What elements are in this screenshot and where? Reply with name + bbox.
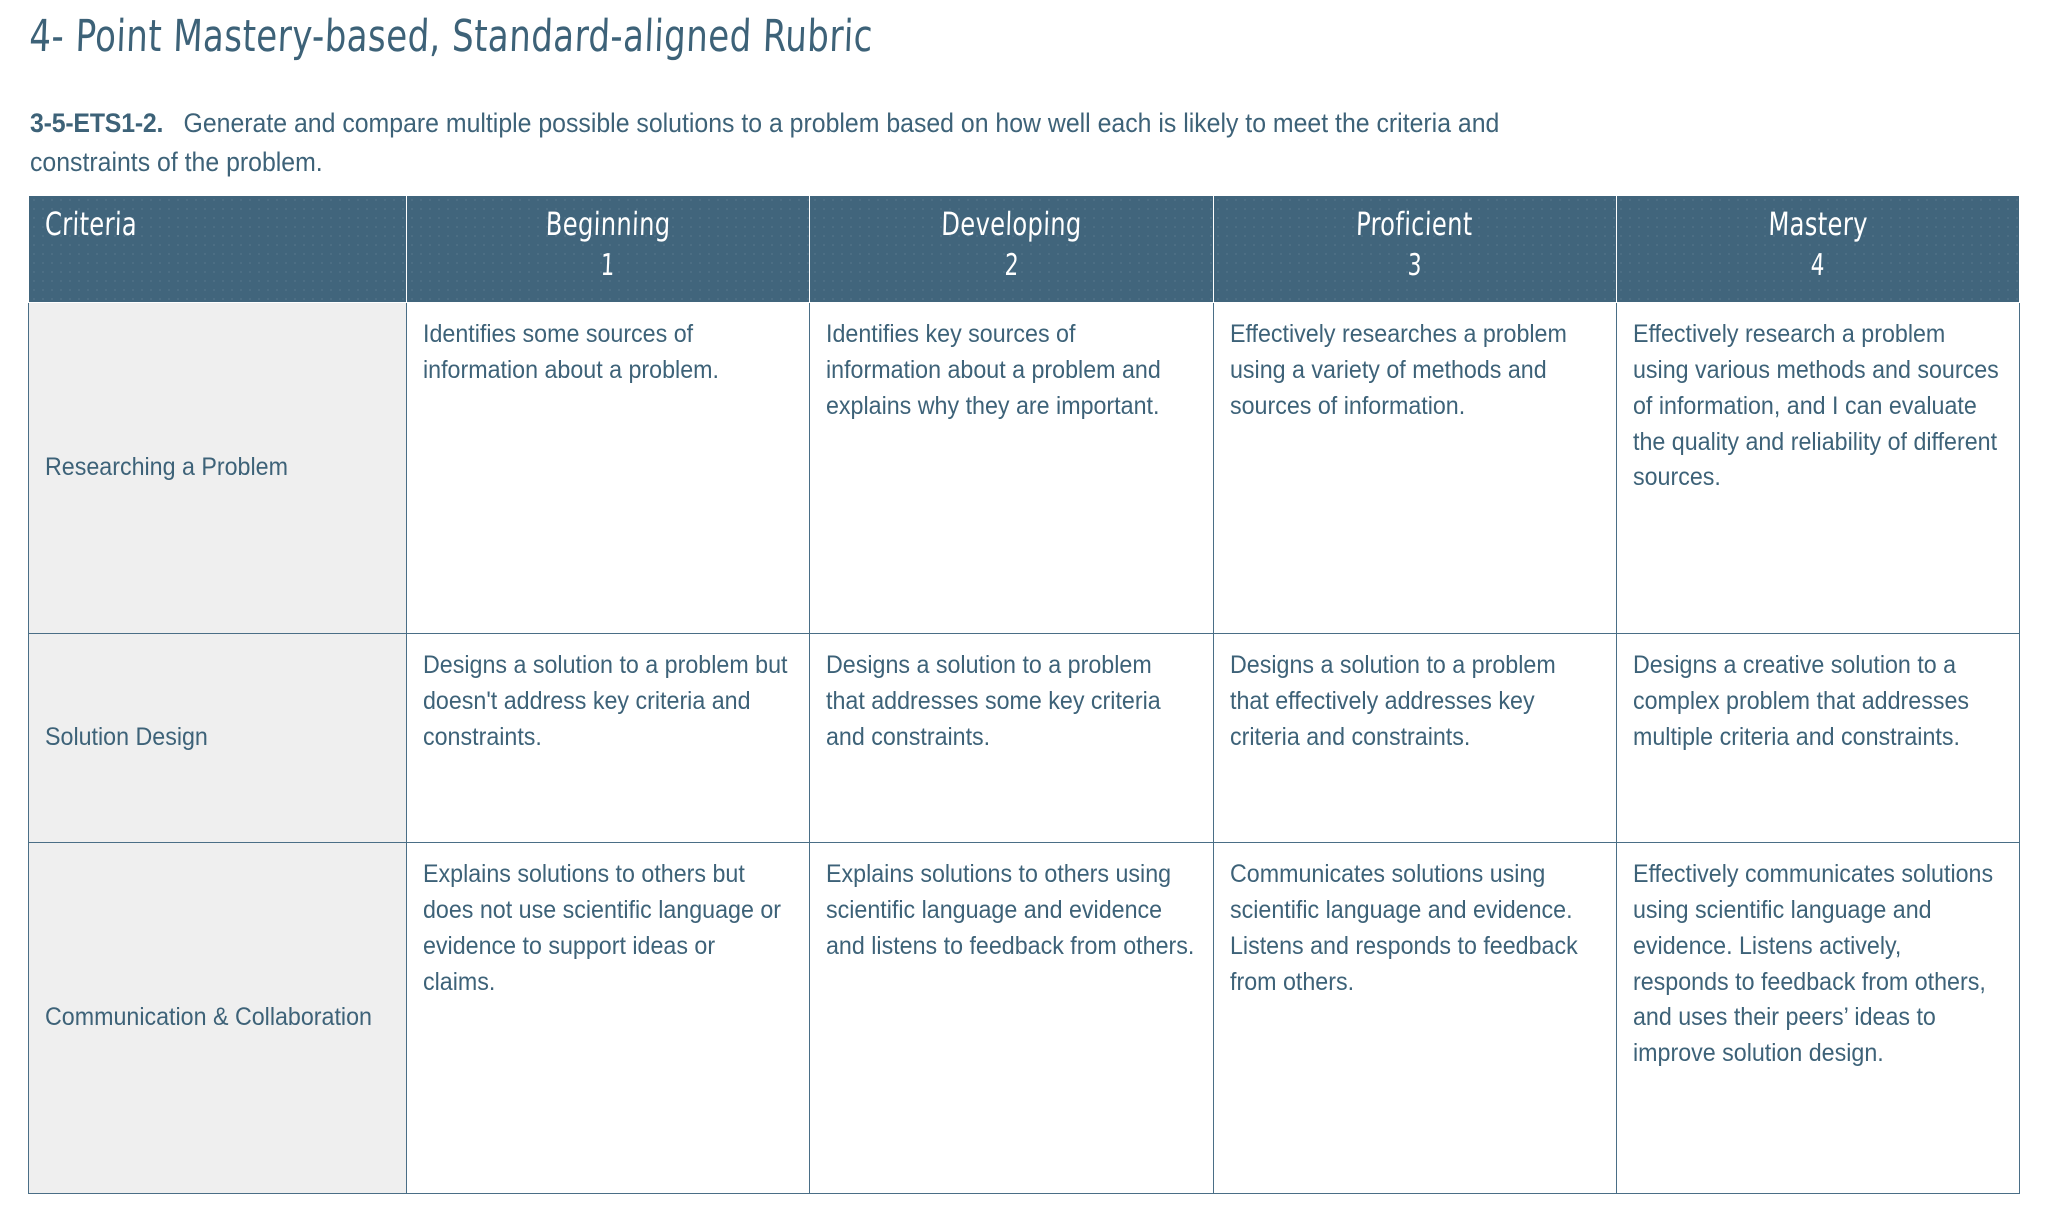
table-row: Researching a Problem Identifies some so…	[27, 302, 2021, 635]
standard-text-line-2: constraints of the problem.	[30, 146, 323, 177]
cell-text: Designs a solution to a problem but does…	[423, 651, 788, 751]
column-header-proficient-score-wrap: 3	[1228, 246, 1602, 287]
cell-text: Explains solutions to others but does no…	[423, 860, 782, 996]
column-header-criteria: Criteria	[27, 194, 408, 304]
rubric-table: Criteria Beginning 1 Developing 2 Profic…	[27, 194, 2021, 1195]
standard-statement-line-2: constraints of the problem.	[30, 143, 1852, 181]
cell-mastery: Effectively research a problem using var…	[1615, 302, 2021, 635]
standard-text-line-1: Generate and compare multiple possible s…	[183, 108, 1500, 139]
cell-text: Explains solutions to others using scien…	[826, 860, 1195, 960]
rubric-table-header: Criteria Beginning 1 Developing 2 Profic…	[27, 194, 2021, 304]
cell-mastery: Effectively communicates solutions using…	[1615, 842, 2021, 1195]
cell-developing: Explains solutions to others using scien…	[809, 842, 1214, 1195]
cell-mastery: Designs a creative solution to a complex…	[1615, 633, 2021, 844]
column-header-mastery-score: 4	[1810, 247, 1826, 283]
header-row: Criteria Beginning 1 Developing 2 Profic…	[27, 194, 2021, 304]
column-header-proficient-score: 3	[1406, 247, 1423, 283]
cell-proficient: Effectively researches a problem using a…	[1212, 302, 1617, 635]
cell-beginning: Explains solutions to others but does no…	[406, 842, 811, 1195]
cell-proficient: Designs a solution to a problem that eff…	[1212, 633, 1617, 844]
column-header-mastery: Mastery 4	[1615, 194, 2021, 304]
cell-beginning: Identifies some sources of information a…	[406, 302, 811, 635]
cell-developing: Identifies key sources of information ab…	[809, 302, 1214, 635]
row-criteria-label: Researching a Problem	[27, 302, 408, 635]
column-header-developing-score-wrap: 2	[824, 246, 1198, 287]
column-header-mastery-label: Mastery	[1767, 204, 1869, 243]
standard-code: 3-5-ETS1-2.	[30, 108, 164, 139]
column-header-proficient-label: Proficient	[1355, 204, 1474, 243]
standard-statement-line-1: 3-5-ETS1-2. Generate and compare multiple…	[30, 104, 1852, 142]
column-header-beginning-score-wrap: 1	[421, 246, 795, 287]
cell-text: Designs a creative solution to a complex…	[1632, 651, 1969, 751]
page-title: 4- Point Mastery-based, Standard-aligned…	[28, 11, 874, 62]
criteria-text: Communication & Collaboration	[45, 1002, 372, 1031]
cell-text: Effectively communicates solutions using…	[1632, 860, 1993, 1068]
cell-text: Effectively research a problem using var…	[1632, 320, 1999, 492]
cell-text: Identifies key sources of information ab…	[826, 320, 1162, 420]
column-header-beginning-label: Beginning	[545, 204, 672, 243]
column-header-developing-score: 2	[1003, 247, 1020, 283]
cell-text: Designs a solution to a problem that eff…	[1229, 651, 1556, 751]
table-row: Communication & Collaboration Explains s…	[27, 842, 2021, 1195]
column-header-proficient: Proficient 3	[1212, 194, 1617, 304]
cell-text: Communicates solutions using scientific …	[1229, 860, 1578, 996]
column-header-mastery-score-wrap: 4	[1631, 246, 2005, 287]
column-header-criteria-label: Criteria	[44, 204, 138, 243]
cell-beginning: Designs a solution to a problem but does…	[406, 633, 811, 844]
cell-proficient: Communicates solutions using scientific …	[1212, 842, 1617, 1195]
criteria-text: Researching a Problem	[45, 452, 288, 481]
rubric-table-body: Researching a Problem Identifies some so…	[27, 302, 2021, 1195]
table-row: Solution Design Designs a solution to a …	[27, 633, 2021, 844]
cell-text: Effectively researches a problem using a…	[1229, 320, 1567, 420]
column-header-developing-label: Developing	[940, 204, 1083, 243]
row-criteria-label: Communication & Collaboration	[27, 842, 408, 1195]
cell-text: Designs a solution to a problem that add…	[826, 651, 1162, 751]
cell-text: Identifies some sources of information a…	[423, 320, 720, 385]
standard-statement: 3-5-ETS1-2. Generate and compare multiple…	[28, 60, 2010, 181]
column-header-beginning-score: 1	[600, 247, 617, 283]
row-criteria-label: Solution Design	[27, 633, 408, 844]
cell-developing: Designs a solution to a problem that add…	[809, 633, 1214, 844]
rubric-table-container: Criteria Beginning 1 Developing 2 Profic…	[27, 194, 2021, 1195]
column-header-developing: Developing 2	[809, 194, 1214, 304]
column-header-beginning: Beginning 1	[406, 194, 811, 304]
criteria-text: Solution Design	[45, 722, 208, 751]
